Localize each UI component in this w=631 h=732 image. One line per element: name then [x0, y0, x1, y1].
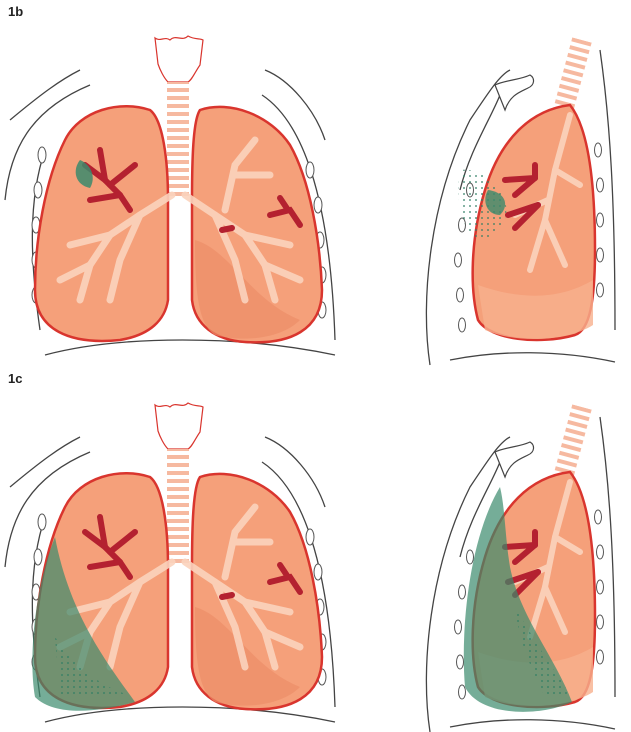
panel-1c-frontal-lungs	[5, 403, 335, 722]
panel-1c-lateral-lung	[426, 404, 615, 732]
panel-1b-frontal-lungs	[5, 36, 335, 355]
panel-1b-lateral-lung	[426, 37, 615, 365]
